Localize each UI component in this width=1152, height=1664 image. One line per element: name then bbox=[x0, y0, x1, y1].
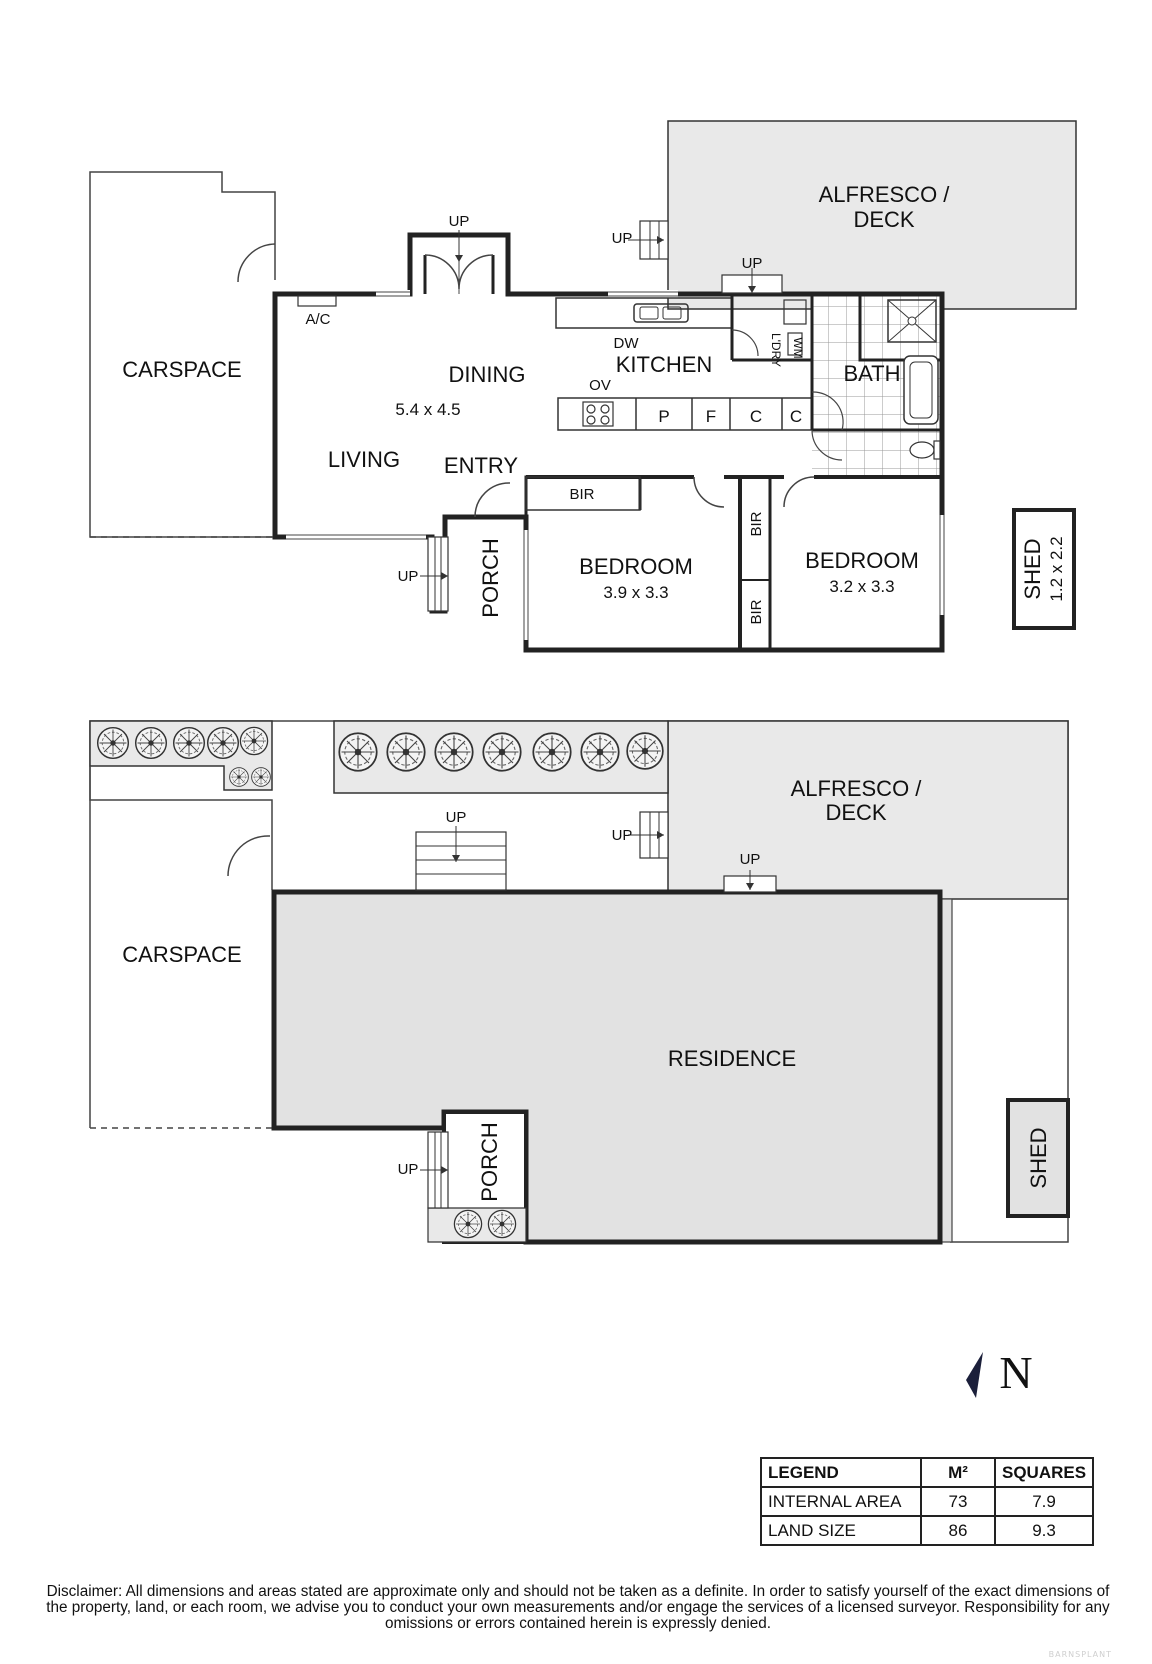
alfresco-label-2: DECK bbox=[853, 207, 914, 232]
site-steps-deck bbox=[723, 870, 777, 893]
sink bbox=[633, 303, 689, 323]
fridge-label: F bbox=[706, 407, 716, 426]
dining-dim: 5.4 x 4.5 bbox=[395, 400, 460, 419]
site-shed-label: SHED bbox=[1026, 1127, 1051, 1188]
site-up-label-deck: UP bbox=[740, 851, 761, 868]
legend-row-label: INTERNAL AREA bbox=[760, 1486, 922, 1517]
bir-robe-1 bbox=[525, 476, 641, 511]
steps-porch bbox=[420, 536, 449, 612]
site-residence-label: RESIDENCE bbox=[668, 1046, 796, 1071]
site-alfresco-label-1: ALFRESCO / bbox=[791, 776, 923, 801]
legend-row-squares: 9.3 bbox=[993, 1515, 1095, 1546]
laundry-label: L'DRY bbox=[769, 333, 783, 367]
kitchen-island bbox=[557, 397, 813, 431]
disclaimer-text: Disclaimer: All dimensions and areas sta… bbox=[46, 1583, 1110, 1632]
floor-plan: CARSPACE DINING 5.4 x 4.5 LIVING ENTRY K… bbox=[89, 120, 1077, 653]
site-steps-alfresco bbox=[628, 811, 669, 859]
site-plan: CARSPACE RESIDENCE ALFRESCO / DECK PORCH… bbox=[89, 720, 1070, 1245]
legend-header-m2: M² bbox=[920, 1457, 996, 1488]
site-up-label-rear: UP bbox=[446, 809, 467, 826]
bedroom1-dim: 3.9 x 3.3 bbox=[603, 583, 668, 602]
residence-footprint bbox=[271, 889, 943, 1245]
bedroom1-label: BEDROOM bbox=[579, 554, 693, 579]
bir-label-3: BIR bbox=[748, 599, 765, 624]
legend-row-m2: 73 bbox=[920, 1486, 996, 1517]
shed-label: SHED bbox=[1020, 538, 1045, 599]
double-door-swing bbox=[424, 254, 494, 290]
bath-label: BATH bbox=[843, 361, 900, 386]
site-steps-rear bbox=[415, 826, 507, 891]
legend-row-label: LAND SIZE bbox=[760, 1515, 922, 1546]
ov-label: OV bbox=[589, 377, 611, 394]
up-label-bay: UP bbox=[449, 213, 470, 230]
porch-label: PORCH bbox=[478, 538, 503, 617]
cupboard-label-2: C bbox=[790, 407, 802, 426]
living-label: LIVING bbox=[328, 447, 400, 472]
north-label: N bbox=[999, 1347, 1032, 1398]
bedroom2-label: BEDROOM bbox=[805, 548, 919, 573]
kitchen-label: KITCHEN bbox=[616, 352, 713, 377]
site-steps-porch bbox=[420, 1131, 449, 1209]
legend-header-label: LEGEND bbox=[760, 1457, 922, 1488]
north-arrow-icon bbox=[966, 1352, 983, 1398]
site-up-label-alfresco: UP bbox=[612, 827, 633, 844]
ac-unit bbox=[297, 295, 337, 307]
site-up-label-porch: UP bbox=[398, 1161, 419, 1178]
alfresco-label-1: ALFRESCO / bbox=[819, 182, 951, 207]
bathtub-icon bbox=[903, 355, 939, 425]
bedroom1-door-swing bbox=[693, 476, 725, 508]
legend-row: LAND SIZE 86 9.3 bbox=[760, 1515, 1095, 1546]
site-gate-swing bbox=[227, 835, 271, 877]
site-alfresco bbox=[667, 720, 1069, 900]
up-label-porch: UP bbox=[398, 568, 419, 585]
wm-label: WM bbox=[791, 337, 805, 358]
steps-bay bbox=[455, 230, 463, 262]
site-carspace-label: CARSPACE bbox=[122, 942, 241, 967]
porch-door-swing bbox=[474, 482, 511, 518]
pantry-label: P bbox=[658, 407, 669, 426]
shed-top bbox=[1012, 508, 1076, 630]
steps-alfresco bbox=[628, 220, 669, 260]
washing-machine-icon bbox=[783, 299, 807, 325]
shed-dim: 1.2 x 2.2 bbox=[1047, 536, 1066, 601]
bir-label-2: BIR bbox=[748, 511, 765, 536]
gate-swing bbox=[237, 243, 276, 283]
watermark: BARNSPLANT bbox=[1048, 1650, 1112, 1659]
ac-label: A/C bbox=[305, 311, 330, 328]
dining-label: DINING bbox=[449, 362, 526, 387]
up-label-laundry: UP bbox=[742, 255, 763, 272]
site-alfresco-label-2: DECK bbox=[825, 800, 886, 825]
cooktop-icon bbox=[582, 401, 614, 427]
bedroom2-dim: 3.2 x 3.3 bbox=[829, 577, 894, 596]
legend-header-row: LEGEND M² SQUARES bbox=[760, 1457, 1095, 1488]
legend-row-m2: 86 bbox=[920, 1515, 996, 1546]
carspace-label: CARSPACE bbox=[122, 357, 241, 382]
cupboard-label-1: C bbox=[750, 407, 762, 426]
legend-table: LEGEND M² SQUARES INTERNAL AREA 73 7.9 L… bbox=[760, 1457, 1095, 1546]
north-arrow: N bbox=[966, 1347, 1033, 1398]
site-shed bbox=[1006, 1098, 1070, 1218]
shower-icon bbox=[887, 299, 937, 343]
bedroom2-door-swing bbox=[783, 476, 815, 508]
entry-label: ENTRY bbox=[444, 453, 518, 478]
carspace-outline bbox=[89, 171, 276, 538]
bir-label-1: BIR bbox=[569, 486, 594, 503]
steps-laundry bbox=[721, 268, 783, 294]
dw-label: DW bbox=[614, 335, 640, 352]
legend-row: INTERNAL AREA 73 7.9 bbox=[760, 1486, 1095, 1517]
site-porch-label: PORCH bbox=[477, 1122, 502, 1201]
up-label-alfresco: UP bbox=[612, 230, 633, 247]
toilet-icon bbox=[909, 440, 941, 460]
legend-header-squares: SQUARES bbox=[993, 1457, 1095, 1488]
legend-row-squares: 7.9 bbox=[993, 1486, 1095, 1517]
